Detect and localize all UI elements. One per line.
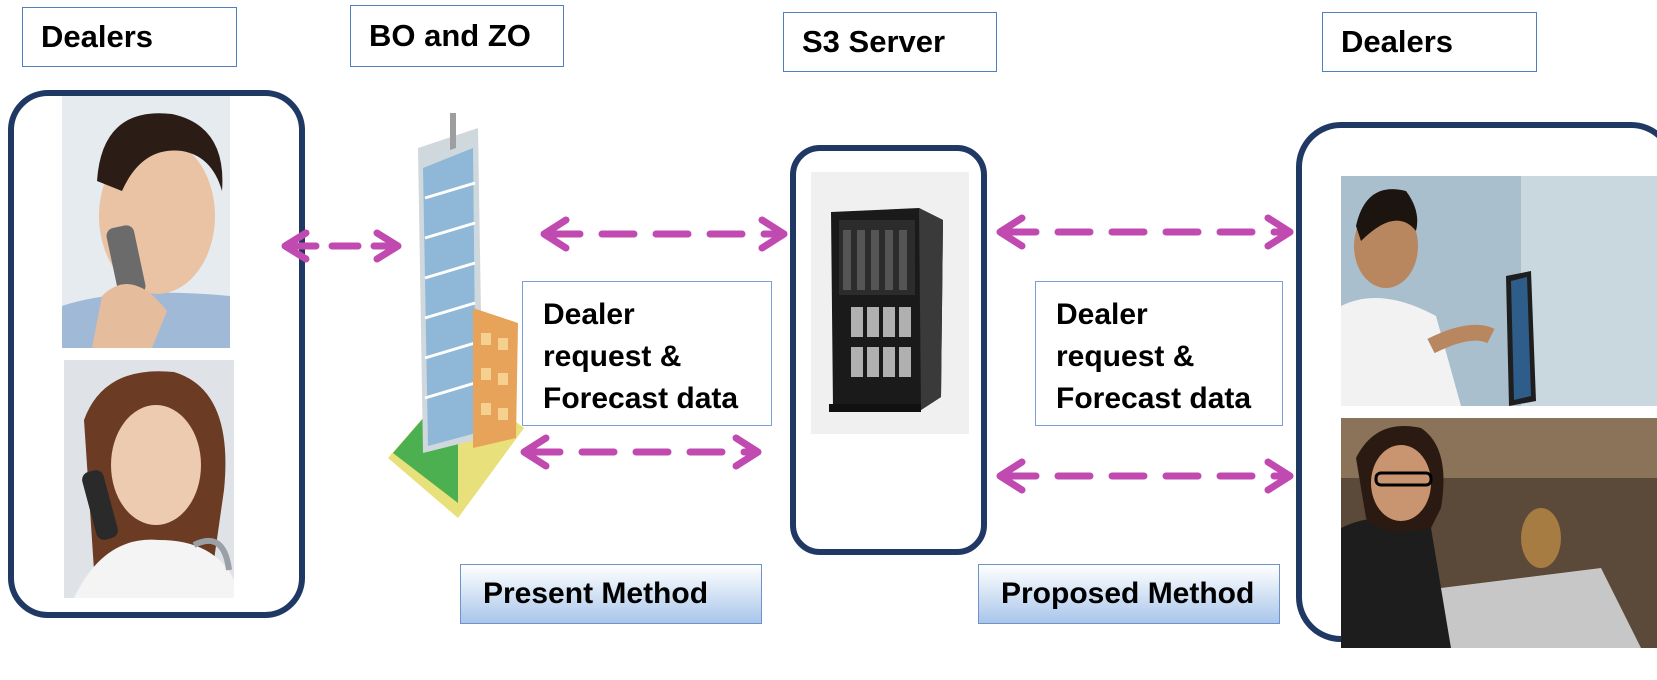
present-data-box: Dealer request & Forecast data: [522, 281, 772, 426]
man-at-computer-photo: [1341, 176, 1657, 406]
dealers-left-frame: [8, 90, 305, 618]
arrow-bo-server-bottom: [520, 434, 762, 470]
proposed-data-line1: Dealer: [1056, 298, 1148, 331]
proposed-method-label: Proposed Method: [978, 564, 1280, 624]
woman-on-phone-photo: [64, 360, 234, 598]
server-tower-photo: [811, 172, 969, 434]
present-data-line2: request &: [543, 340, 682, 373]
arrow-bo-server-top: [540, 216, 788, 252]
dealers-left-label: Dealers: [22, 7, 237, 67]
office-building-icon: [378, 108, 524, 518]
bo-zo-label: BO and ZO: [350, 5, 564, 67]
present-data-line1: Dealer: [543, 298, 635, 331]
proposed-data-box: Dealer request & Forecast data: [1035, 281, 1283, 426]
woman-with-laptop-photo: [1341, 418, 1657, 648]
dealers-right-label: Dealers: [1322, 12, 1537, 72]
arrow-server-dealers-bottom: [996, 458, 1294, 494]
s3-server-frame: [790, 145, 987, 555]
man-on-phone-photo: [62, 96, 230, 348]
arrow-server-dealers-top: [996, 214, 1294, 250]
present-method-label: Present Method: [460, 564, 762, 624]
s3-server-label: S3 Server: [783, 12, 997, 72]
present-data-line3: Forecast data: [543, 382, 739, 415]
proposed-data-line2: request &: [1056, 340, 1195, 373]
proposed-data-line3: Forecast data: [1056, 382, 1252, 415]
